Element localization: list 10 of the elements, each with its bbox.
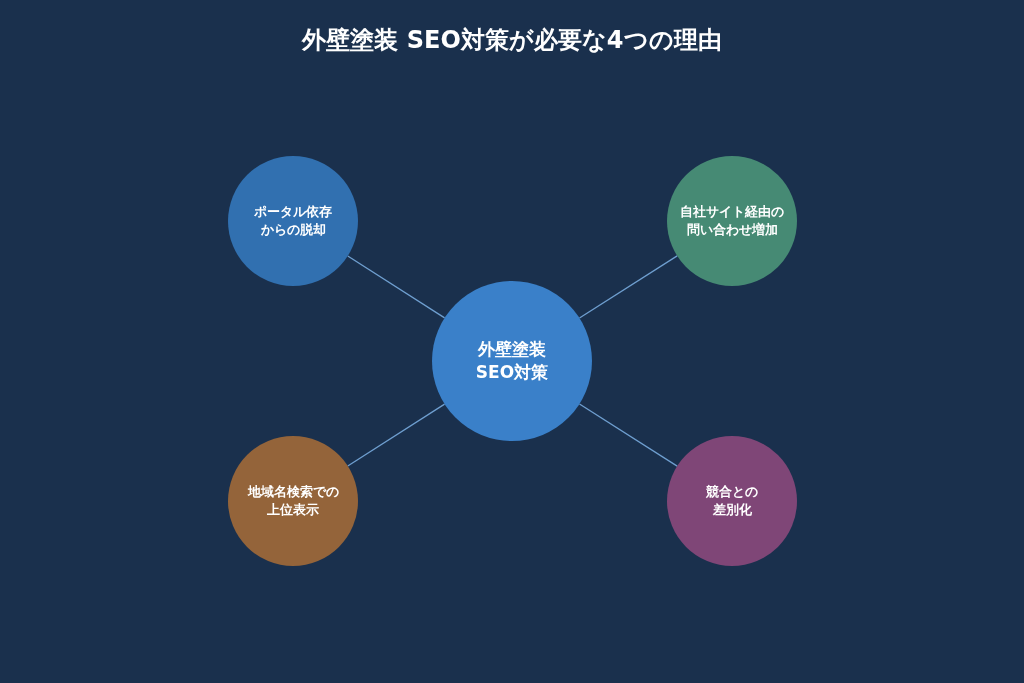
topic-label: 競合との差別化 [705, 483, 759, 519]
connector-line [347, 403, 446, 467]
connector-line [347, 255, 446, 319]
connector-line [578, 403, 678, 467]
topic-label: ポータル依存からの脱却 [253, 203, 333, 239]
diagram-title: 外壁塗装 SEO対策が必要な4つの理由 [300, 25, 723, 56]
topic-label: 自社サイト経由の問い合わせ増加 [679, 203, 785, 239]
connector-line [578, 255, 678, 319]
topic-label: 外壁塗装 SEO対策 [474, 338, 550, 384]
topic-label: 地域名検索での上位表示 [246, 483, 340, 519]
